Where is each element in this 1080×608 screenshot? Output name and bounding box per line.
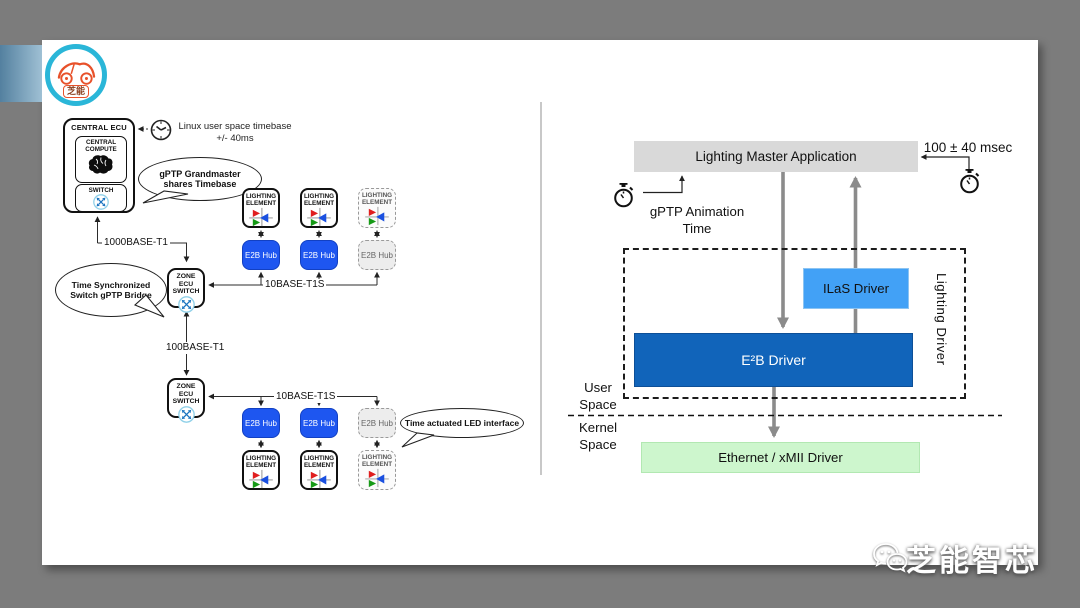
zone-ecu-switch-2: ZONE ECU SWITCH <box>167 378 205 423</box>
linux-timebase-line2: +/- 40ms <box>216 133 254 145</box>
link-label-100base-t1: 100BASE-T1 <box>164 342 227 354</box>
link-label-10base-t1s-bottom: 10BASE-T1S <box>274 391 338 403</box>
link-label-10base-t1s-top: 10BASE-T1S <box>263 279 327 291</box>
e2b-hub-optional: E2B Hub <box>358 240 396 270</box>
stopwatch-icon <box>960 169 980 194</box>
ethernet-xmii-driver-box: Ethernet / xMII Driver <box>641 442 920 473</box>
central-switch-label: SWITCH <box>88 187 114 194</box>
lighting-master-application-box: Lighting Master Application <box>634 141 918 172</box>
bubble-time-synchronized-switch: Time Synchronized Switch gPTP Bridge <box>55 263 167 317</box>
e2b-hub: E2B Hub <box>242 240 280 270</box>
stopwatch-icon <box>614 183 634 208</box>
lighting-element-label: LIGHTING ELEMENT <box>361 192 393 207</box>
car-logo-icon <box>57 62 96 85</box>
rgb-led-icon <box>249 208 273 227</box>
linux-timebase-line1: Linux user space timebase <box>178 121 292 132</box>
lighting-driver-frame <box>623 248 966 399</box>
lighting-element-label: LIGHTING ELEMENT <box>303 455 335 470</box>
lighting-element-optional: LIGHTING ELEMENT <box>358 188 396 228</box>
clock-icon <box>150 119 172 141</box>
lighting-element-label: LIGHTING ELEMENT <box>303 193 335 208</box>
brain-icon <box>88 155 113 175</box>
slide: CENTRAL ECU CENTRAL COMPUTE SWITCH <box>42 40 1038 565</box>
timing-label: 100 ± 40 msec <box>923 140 1013 155</box>
linux-timebase-note: Linux user space timebase +/- 40ms <box>176 121 294 146</box>
e2b-hub: E2B Hub <box>300 240 338 270</box>
lighting-element-label: LIGHTING ELEMENT <box>245 455 277 470</box>
bubble-time-actuated-led: Time actuated LED interface <box>400 408 524 438</box>
ilas-driver-box: ILaS Driver <box>803 268 909 309</box>
rgb-led-icon <box>365 207 389 226</box>
user-space-label: User Space <box>579 380 617 413</box>
lighting-driver-label: Lighting Driver <box>934 273 949 366</box>
lighting-element: LIGHTING ELEMENT <box>242 450 280 490</box>
rgb-led-icon <box>307 470 331 489</box>
lighting-element: LIGHTING ELEMENT <box>242 188 280 228</box>
central-compute-label: CENTRAL COMPUTE <box>85 139 117 154</box>
logo-text: 芝能 <box>62 85 90 98</box>
lighting-element: LIGHTING ELEMENT <box>300 450 338 490</box>
watermark-text: 芝能智芯 <box>906 545 1038 578</box>
zone-ecu-switch-2-label: ZONE ECU SWITCH <box>172 383 200 406</box>
rgb-led-icon <box>365 469 389 488</box>
wechat-icon <box>873 543 908 573</box>
central-ecu-title: CENTRAL ECU <box>71 123 127 132</box>
kernel-space-label: Kernel Space <box>578 420 618 453</box>
central-switch-box: SWITCH <box>75 184 127 212</box>
switch-icon <box>177 295 195 313</box>
lighting-element: LIGHTING ELEMENT <box>300 188 338 228</box>
switch-icon <box>177 405 195 423</box>
gptp-animation-time-label: gPTP Animation Time <box>649 204 745 236</box>
e2b-hub: E2B Hub <box>300 408 338 438</box>
e2b-hub: E2B Hub <box>242 408 280 438</box>
lighting-element-label: LIGHTING ELEMENT <box>361 454 393 469</box>
rgb-led-icon <box>249 470 273 489</box>
zone-ecu-switch-1-label: ZONE ECU SWITCH <box>172 273 200 296</box>
e2b-driver-box: E²B Driver <box>634 333 913 387</box>
left-accent-band <box>0 45 42 102</box>
link-label-1000base-t1: 1000BASE-T1 <box>102 237 170 249</box>
zone-ecu-switch-1: ZONE ECU SWITCH <box>167 268 205 313</box>
switch-icon <box>93 194 109 211</box>
central-compute-box: CENTRAL COMPUTE <box>75 136 127 183</box>
company-logo: 芝能 <box>45 44 107 106</box>
rgb-led-icon <box>307 208 331 227</box>
e2b-hub-optional: E2B Hub <box>358 408 396 438</box>
central-ecu-box: CENTRAL ECU CENTRAL COMPUTE SWITCH <box>63 118 135 213</box>
lighting-element-label: LIGHTING ELEMENT <box>245 193 277 208</box>
lighting-element-optional: LIGHTING ELEMENT <box>358 450 396 490</box>
